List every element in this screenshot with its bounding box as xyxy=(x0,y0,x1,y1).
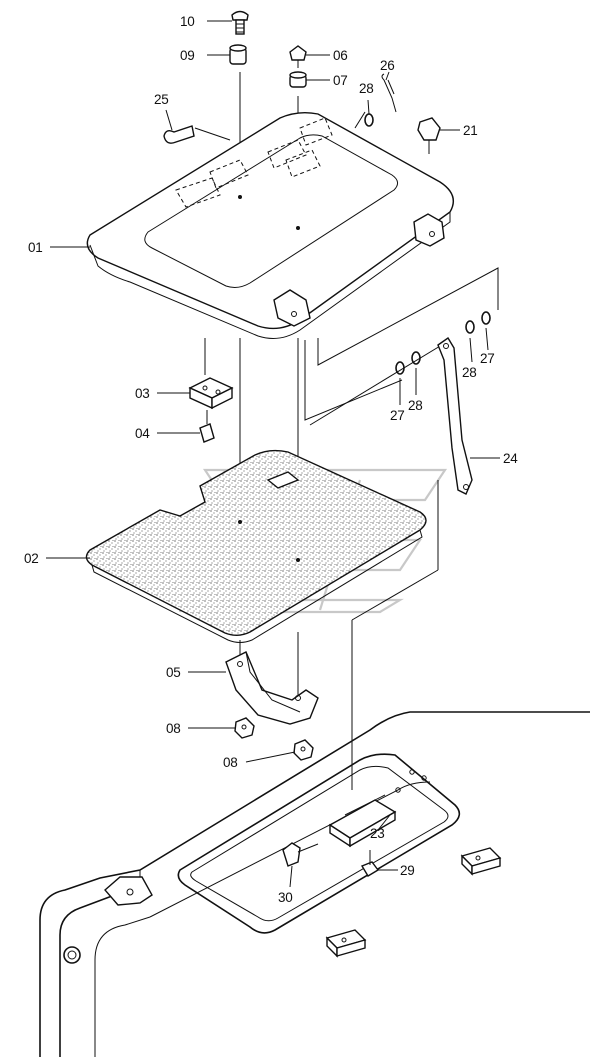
cover-lid xyxy=(86,111,454,339)
callout-10: 10 xyxy=(180,14,194,29)
callout-26: 26 xyxy=(380,58,394,73)
callout-28-right: 28 xyxy=(462,365,476,380)
floor-mat xyxy=(85,449,427,643)
machine-body xyxy=(39,711,590,1057)
callout-23: 23 xyxy=(370,826,384,841)
callout-leaders xyxy=(46,20,500,888)
callout-30: 30 xyxy=(278,890,292,905)
callout-27-right: 27 xyxy=(480,351,494,366)
latch-assembly xyxy=(282,794,397,877)
callout-06: 06 xyxy=(333,48,347,63)
callout-02: 02 xyxy=(24,551,38,566)
callout-04: 04 xyxy=(135,426,150,441)
stay-rod-24 xyxy=(395,311,491,495)
callout-09: 09 xyxy=(180,48,194,63)
callout-07: 07 xyxy=(333,73,347,88)
callout-24: 24 xyxy=(503,451,518,466)
callout-08-upper: 08 xyxy=(166,721,180,736)
top-small-parts xyxy=(163,10,441,154)
callout-21: 21 xyxy=(463,123,477,138)
callout-28-mid: 28 xyxy=(408,398,422,413)
callout-08-lower: 08 xyxy=(223,755,237,770)
callout-labels: 10 09 06 07 28 26 25 21 01 27 28 03 28 2… xyxy=(24,14,519,905)
callout-03: 03 xyxy=(135,386,149,401)
callout-25: 25 xyxy=(154,92,168,107)
callout-05: 05 xyxy=(166,665,180,680)
callout-28-top: 28 xyxy=(359,81,373,96)
callout-01: 01 xyxy=(28,240,42,255)
callout-27-mid: 27 xyxy=(390,408,404,423)
bracket-03 xyxy=(188,377,234,443)
handle-05 xyxy=(225,651,319,761)
callout-29: 29 xyxy=(400,863,414,878)
